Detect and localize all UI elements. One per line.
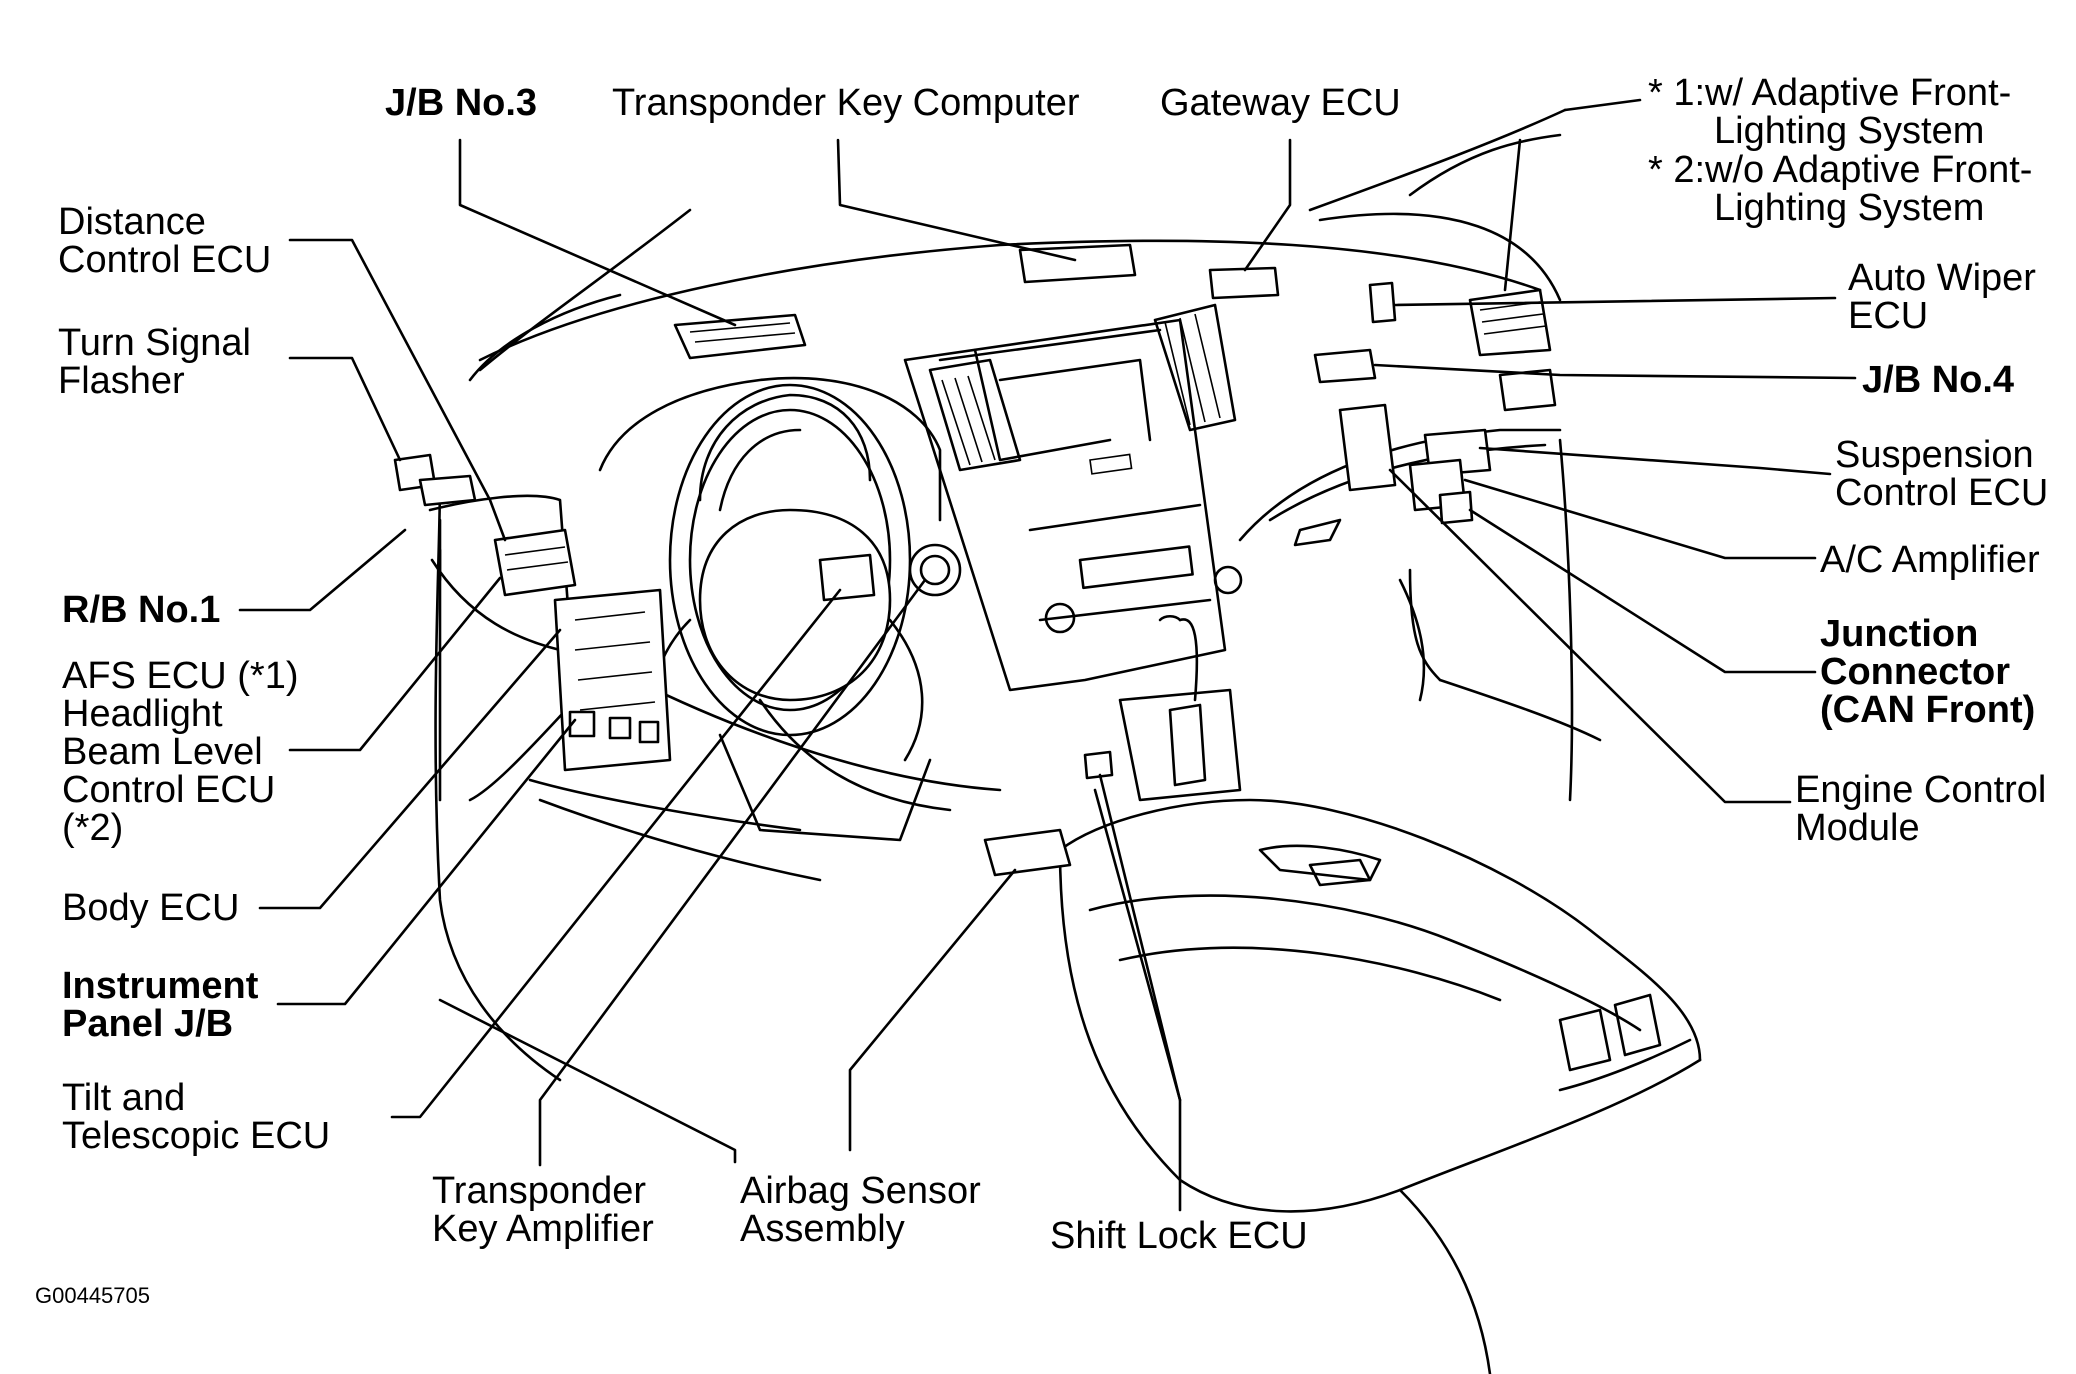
label-shift-lock-ecu: Shift Lock ECU — [1050, 1215, 1308, 1257]
label-suspension-line-1: Suspension — [1835, 434, 2034, 476]
label-ipjb-line-1: Instrument — [62, 965, 259, 1007]
jb4-box — [1313, 348, 1377, 384]
label-airbag-line-2: Assembly — [740, 1208, 905, 1250]
label-tilt-line-2: Telescopic ECU — [62, 1115, 330, 1157]
ecm-box — [1338, 403, 1397, 492]
label-junction-line-2: Connector — [1820, 651, 2010, 693]
figure-id: G00445705 — [35, 1283, 150, 1308]
label-turn-line-1: Turn Signal — [58, 322, 251, 364]
leader-lines — [238, 98, 1857, 1212]
label-distance-line-1: Distance — [58, 201, 206, 243]
label-afs-line-5: (*2) — [62, 807, 123, 849]
callout-labels: J/B No.3 Transponder Key Computer Gatewa… — [35, 72, 2048, 1308]
label-turn-line-2: Flasher — [58, 360, 185, 402]
junction-connector-box — [1438, 490, 1474, 525]
label-ipjb-line-2: Panel J/B — [62, 1003, 233, 1045]
tilt-telescopic-ecu-box — [818, 553, 876, 602]
note-2-line-2: Lighting System — [1714, 187, 1984, 229]
label-suspension-line-2: Control ECU — [1835, 472, 2048, 514]
label-afs-line-4: Control ECU — [62, 769, 275, 811]
component-boxes — [393, 243, 1492, 877]
label-body-ecu: Body ECU — [62, 887, 239, 929]
note-1-line-1: * 1:w/ Adaptive Front- — [1648, 72, 2011, 114]
note-1-line-2: Lighting System — [1714, 110, 1984, 152]
label-ac-amplifier: A/C Amplifier — [1820, 539, 2040, 581]
label-auto-wiper-line-1: Auto Wiper — [1848, 257, 2036, 299]
label-junction-line-1: Junction — [1820, 613, 1978, 655]
airbag-sensor-box — [983, 828, 1072, 877]
transponder-key-amplifier-ring — [908, 543, 962, 597]
label-ecm-line-1: Engine Control — [1795, 769, 2046, 811]
label-airbag-line-1: Airbag Sensor — [740, 1170, 981, 1212]
label-ecm-line-2: Module — [1795, 807, 1920, 849]
label-auto-wiper-line-2: ECU — [1848, 295, 1928, 337]
label-rb1: R/B No.1 — [62, 589, 220, 631]
dashboard-illustration — [428, 108, 1702, 1374]
label-tilt-line-1: Tilt and — [62, 1077, 185, 1119]
shift-lock-ecu-box — [1083, 750, 1114, 780]
label-tka-line-1: Transponder — [432, 1170, 646, 1212]
label-gateway-ecu: Gateway ECU — [1160, 82, 1401, 124]
note-2-line-1: * 2:w/o Adaptive Front- — [1648, 149, 2032, 191]
label-afs-line-2: Headlight — [62, 693, 223, 735]
jb3-box — [673, 313, 807, 360]
label-jb3: J/B No.3 — [385, 82, 537, 124]
label-jb4: J/B No.4 — [1862, 359, 2014, 401]
label-junction-line-3: (CAN Front) — [1820, 689, 2035, 731]
gateway-ecu-box — [1208, 266, 1280, 300]
label-tka-line-2: Key Amplifier — [432, 1208, 654, 1250]
label-afs-line-3: Beam Level — [62, 731, 263, 773]
label-transponder-key-computer: Transponder Key Computer — [612, 82, 1080, 124]
auto-wiper-ecu-box — [1368, 281, 1397, 324]
label-distance-line-2: Control ECU — [58, 239, 271, 281]
label-afs-line-1: AFS ECU (*1) — [62, 655, 298, 697]
rb1-box — [493, 528, 577, 597]
